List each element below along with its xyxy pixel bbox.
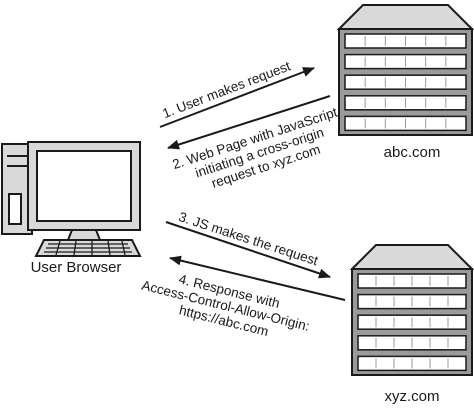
arrow-2-response <box>167 95 331 150</box>
client-label: User Browser <box>31 259 122 276</box>
message-3-label: 3. JS makes the request <box>177 209 320 268</box>
arrow-1-request <box>159 67 315 128</box>
server-xyz-label: xyz.com <box>384 388 439 405</box>
message-3-line-1: 3. JS makes the request <box>177 209 320 268</box>
server-abc-icon <box>336 4 474 136</box>
message-1-line-1: 1. User makes request <box>160 58 292 121</box>
arrow-4-response <box>169 255 346 301</box>
arrow-3-request <box>165 221 331 279</box>
server-xyz-icon <box>349 244 474 376</box>
desktop-computer-icon <box>1 141 142 257</box>
message-4-label: 4. Response with Access-Control-Allow-Or… <box>136 263 318 349</box>
message-1-label: 1. User makes request <box>160 58 292 121</box>
server-abc-label: abc.com <box>384 144 441 161</box>
